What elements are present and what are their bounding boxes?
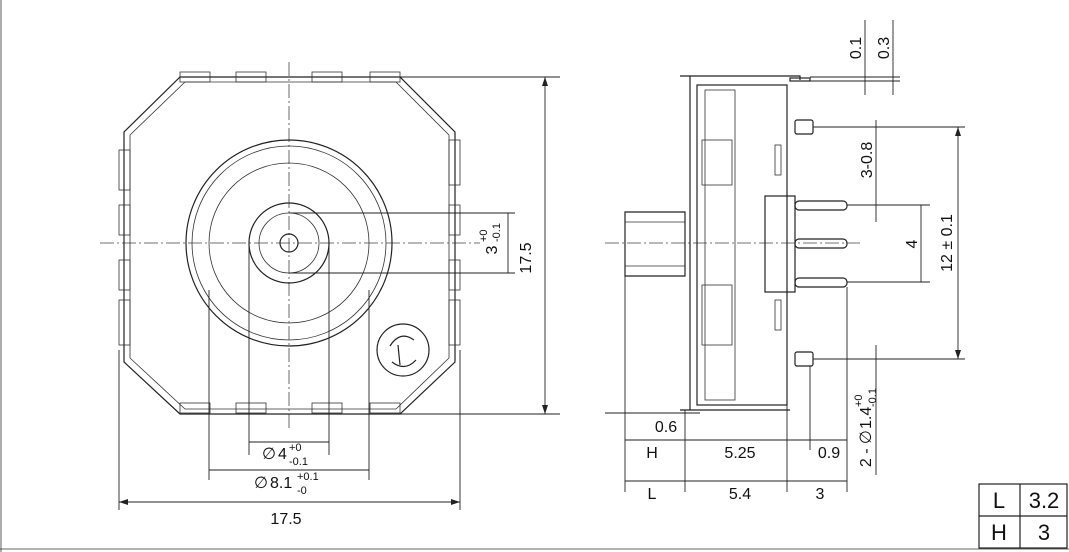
front-width-label: 17.5 [270,511,301,528]
dim-0-1-label: 0.1 [848,37,865,59]
side-tabs [118,139,461,346]
shaft-dia-nominal: 4 [278,446,287,463]
slot-upper [774,144,782,176]
flat-height-nominal: 3 [484,245,501,254]
mount-span-label: 12 ± 0.1 [939,214,956,272]
body-depth-label: 5.25 [724,445,755,462]
collar-circle [208,162,370,324]
bottom-tabs [179,402,401,414]
collar-dia-lower-tol: -0 [297,485,307,497]
table-row-value: 3 [1038,520,1050,545]
pin-pitch-label: 4 [904,239,921,248]
mount-pin-upper [794,119,814,135]
rotor-outer-circle [185,139,393,347]
rotor-ring [191,145,387,341]
flat-height-upper-tol: +0 [478,229,490,242]
housing-outline [123,76,456,415]
switch-body [696,84,788,406]
front-height-label: 17.5 [518,242,535,273]
L-label: L [648,486,657,503]
flat-height-lower-tol: -0.1 [491,223,503,242]
shaft-step-label: 0.6 [655,419,677,436]
body-inner [704,89,736,401]
mount-pin-dia-label: 2 - ∅ 1.4 +0 -0.1 [853,388,879,467]
body-length-label: 5.4 [729,486,751,503]
shaft-profile [624,211,686,277]
terminal-len-label: 3 [816,486,825,503]
collar-dia-nominal: 8.1 [270,475,292,492]
mount-dia-upper-tol: +0 [853,394,865,407]
housing-inner-outline [129,81,450,410]
shaft-dia-symbol: ∅ [262,446,276,463]
shaft-dia-upper-tol: +0 [289,442,302,454]
mount-dia-lower-tol: -0.1 [867,388,879,407]
shaft-hole [279,233,299,253]
shaft-dia-label: ∅ 4 +0 -0.1 [262,442,308,468]
shaft-dia-lower-tol: -0.1 [289,456,308,468]
mount-dia-nominal: 1.4 [858,407,875,429]
mount-dia-prefix: 2 - ∅ [858,430,875,467]
dim-0-3-label: 0.3 [876,37,893,59]
contact-upper [701,139,733,186]
H-label: H [646,445,658,462]
table-row-value: 3.2 [1029,488,1060,513]
flat-height-label: 3 +0 -0.1 [478,223,503,254]
dimension-table: L 3.2 H 3 [978,483,1068,549]
top-tabs [179,71,401,83]
front-view: 17.5 17.5 3 +0 -0.1 ∅ 4 +0 -0.1 ∅ 8.1 +0… [100,62,560,528]
contact-lower [701,284,733,346]
collar-dia-symbol: ∅ [254,475,268,492]
collar-dia-upper-tol: +0.1 [297,471,319,483]
side-view: 0.1 0.3 3-0.8 4 12 ± 0.1 2 - ∅ 1.4 +0 -0… [605,20,965,503]
mount-pin-lower [794,351,814,367]
slot-lower [774,299,782,331]
table-row-key: H [991,520,1007,545]
pin-offset-label: 3-0.8 [859,142,876,179]
top-shim [789,77,811,82]
terminal-pins [794,200,848,288]
terminal-block [764,195,796,293]
pin-len-label: 0.9 [818,445,840,462]
table-row-key: L [993,488,1005,513]
collar-dia-label: ∅ 8.1 +0.1 -0 [254,471,319,497]
manufacturer-logo-icon [376,323,430,377]
